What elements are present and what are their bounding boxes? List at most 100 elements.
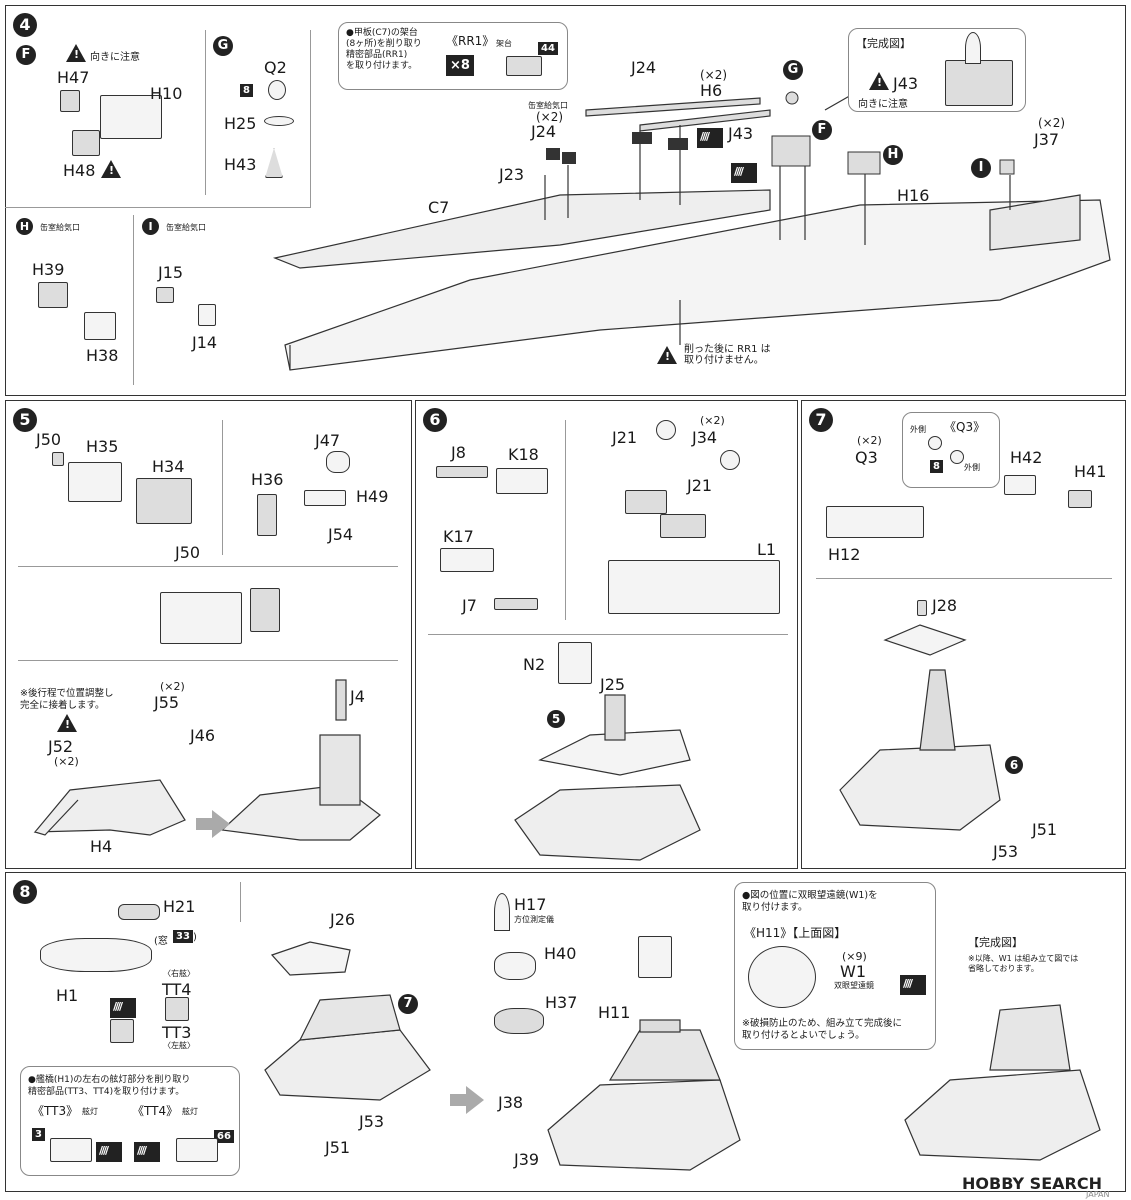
part-N2-shape bbox=[558, 642, 592, 684]
separator bbox=[18, 660, 398, 661]
caution-icon bbox=[57, 714, 77, 732]
break-prevention-note: ※破損防止のため、組み立て完成後に 取り付けるとよいでしょう。 bbox=[742, 1018, 902, 1041]
rr1-sub: 架台 bbox=[496, 39, 512, 48]
part-J34-shape bbox=[656, 420, 676, 440]
part-H12-shape bbox=[826, 506, 924, 538]
separator bbox=[240, 882, 241, 922]
step-5-panel bbox=[5, 400, 412, 869]
starboard-label: 〈右舷〉 bbox=[163, 969, 195, 978]
part-label-J34-mult: (×2) bbox=[700, 414, 725, 427]
hobby-search-logo: HOBBY SEARCH bbox=[962, 1174, 1102, 1193]
part-label-H48: H48 bbox=[63, 161, 96, 180]
w1-caption: 双眼望遠鏡 bbox=[834, 981, 874, 990]
part-label-H34: H34 bbox=[152, 457, 185, 476]
tt3-label: 《TT3》 bbox=[32, 1104, 79, 1118]
step-number-4: 4 bbox=[13, 13, 37, 37]
part-label-J24-top: J24 bbox=[631, 58, 657, 77]
part-J47-shape bbox=[326, 451, 350, 473]
part-label-Q2: Q2 bbox=[264, 58, 287, 77]
part-label-J53: J53 bbox=[359, 1112, 385, 1131]
separator bbox=[133, 215, 134, 385]
part-label-H10: H10 bbox=[150, 84, 183, 103]
q3-outside-label: 外側 bbox=[910, 425, 926, 434]
part-label-J23: J23 bbox=[499, 165, 525, 184]
ref-F-badge: F bbox=[812, 120, 832, 140]
part-label-J21: J21 bbox=[612, 428, 638, 447]
part-label-J34: J34 bbox=[692, 428, 718, 447]
rr1-fret-badge: 44 bbox=[538, 42, 558, 55]
part-K18-shape bbox=[496, 468, 548, 494]
separator bbox=[565, 420, 566, 620]
subassembly-F-badge: F bbox=[16, 45, 36, 65]
q3-shape bbox=[928, 436, 942, 450]
part-label-N2: N2 bbox=[523, 655, 546, 674]
part-label-H49: H49 bbox=[356, 487, 389, 506]
part-label-C7: C7 bbox=[428, 198, 450, 217]
part-box-shape bbox=[625, 490, 667, 514]
part-label-J55: J55 bbox=[154, 693, 180, 712]
part-label-H17: H17 bbox=[514, 895, 547, 914]
separator bbox=[222, 420, 223, 555]
rr1-multiplier: ×8 bbox=[446, 55, 474, 76]
part-H25-shape bbox=[264, 116, 294, 126]
watermark-sub: JAPAN bbox=[1086, 1190, 1110, 1199]
part-label-H36: H36 bbox=[251, 470, 284, 489]
ref-step-6-badge: 6 bbox=[1005, 756, 1023, 774]
photo-etch-icon bbox=[900, 975, 926, 995]
separator bbox=[5, 207, 310, 208]
part-label-H4: H4 bbox=[90, 837, 113, 856]
part-L1-shape bbox=[608, 560, 780, 614]
part-label-L1: L1 bbox=[757, 540, 777, 559]
part-label-H1: H1 bbox=[56, 986, 79, 1005]
part-label-Q3-mult: (×2) bbox=[857, 434, 882, 447]
part-label-H41: H41 bbox=[1074, 462, 1107, 481]
h11-top-view-title: 《H11》【上面図】 bbox=[744, 926, 847, 940]
part-label-J25: J25 bbox=[600, 675, 626, 694]
step-number-8: 8 bbox=[13, 880, 37, 904]
photo-etch-fret-badge: 8 bbox=[240, 84, 253, 97]
step-7-panel bbox=[801, 400, 1126, 869]
part-H37-shape bbox=[494, 1008, 544, 1034]
part-label-J53: J53 bbox=[993, 842, 1019, 861]
part-label-J8: J8 bbox=[451, 443, 466, 462]
q3-fret-badge: 8 bbox=[930, 460, 943, 473]
part-label-J14: J14 bbox=[192, 333, 218, 352]
part-label-H37: H37 bbox=[545, 993, 578, 1012]
sub-assembly-5a-shape bbox=[160, 592, 242, 644]
ref-step-7-badge: 7 bbox=[398, 994, 418, 1014]
part-label-J7: J7 bbox=[462, 596, 477, 615]
part-H11-shape bbox=[638, 936, 672, 978]
step7-assembly-drawing bbox=[839, 624, 1001, 831]
separator bbox=[816, 578, 1112, 579]
rr1-shape bbox=[506, 56, 542, 76]
tt4-label: 《TT4》 bbox=[132, 1104, 179, 1118]
part-J50-shape bbox=[52, 452, 64, 466]
part-H49-shape bbox=[304, 490, 346, 506]
part-label-J15: J15 bbox=[158, 263, 184, 282]
part-label-H43: H43 bbox=[224, 155, 257, 174]
part-H17-shape bbox=[494, 893, 510, 931]
part-H42-shape bbox=[1004, 475, 1036, 495]
h17-caption: 方位測定儀 bbox=[514, 915, 554, 924]
caution-orientation-text: 向きに注意 bbox=[90, 52, 140, 63]
lamp-TT4-icon bbox=[165, 997, 189, 1021]
part-label-H16: H16 bbox=[897, 186, 930, 205]
step-8-panel bbox=[5, 872, 1126, 1192]
separator bbox=[18, 566, 398, 567]
hull-deck-drawing bbox=[272, 89, 1111, 371]
step-number-6: 6 bbox=[423, 408, 447, 432]
step-4-panel bbox=[5, 5, 1126, 396]
part-Q2-shape bbox=[268, 80, 286, 100]
tt4-fret-badge: 66 bbox=[214, 1130, 234, 1143]
part-label-Q3: Q3 bbox=[855, 448, 878, 467]
photo-etch-icon bbox=[134, 1142, 160, 1162]
bridge-light-note: ●艦橋(H1)の左右の舷灯部分を削り取り 精密部品(TT3、TT4)を取り付けま… bbox=[28, 1075, 191, 1097]
caution-icon-H48 bbox=[101, 160, 121, 178]
next-step-arrow bbox=[450, 1086, 484, 1114]
part-J8-shape bbox=[436, 466, 488, 478]
part-H34-shape bbox=[136, 478, 192, 524]
tt4-sub: 舷灯 bbox=[182, 1107, 198, 1116]
part-H41-shape bbox=[1068, 490, 1092, 508]
q3-title: 《Q3》 bbox=[944, 420, 986, 434]
